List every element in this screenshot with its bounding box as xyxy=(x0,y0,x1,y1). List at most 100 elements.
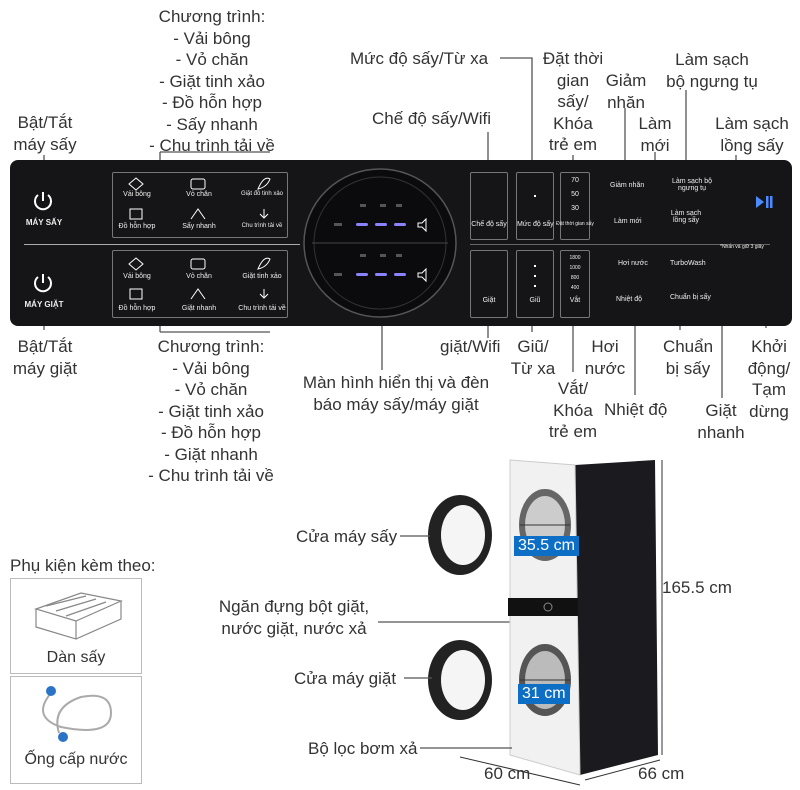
spin-1800: 1800 xyxy=(569,255,581,261)
dryer-programs-label: Chương trình: - Vải bông - Vỏ chăn - Giặ… xyxy=(149,7,275,155)
panel-divider-right xyxy=(470,244,770,245)
dry-level-text: Mức độ sấy xyxy=(517,221,554,228)
dryer-program-duvet[interactable]: Vỏ chăn xyxy=(186,191,212,198)
mixed-icon xyxy=(127,287,145,306)
dryer-program-download[interactable]: Chu trình tải về xyxy=(241,223,283,229)
prep-dry-label: Chuẩn bị sấy xyxy=(662,337,714,378)
refresh-label: Làm mới xyxy=(638,114,672,155)
drain-filter-label: Bộ lọc bơm xả xyxy=(308,739,418,758)
prep-dry-button[interactable]: Chuẩn bị sấy xyxy=(670,294,711,301)
washer-program-delicate[interactable]: Giặt tinh xảo xyxy=(242,273,282,280)
dry-time-button[interactable]: 70 50 30 Đặt thời gian sấy xyxy=(556,172,594,240)
washer-label: MÁY GIẶT xyxy=(24,300,64,309)
clean-condenser-button[interactable]: Làm sạch bộ ngưng tụ xyxy=(671,178,713,192)
washer-door-dimension: 31 cm xyxy=(518,684,570,704)
wash-wifi-label: giặt/Wifi xyxy=(440,337,501,356)
dry-time-text: Đặt thời gian sấy xyxy=(556,221,594,227)
duvet-icon xyxy=(189,177,207,196)
dryer-program-delicate[interactable]: Giặt đồ tinh xảo xyxy=(240,191,284,197)
dry-mode-text: Chế độ sấy xyxy=(471,221,507,228)
dryer-door-label: Cửa máy sấy xyxy=(296,527,398,546)
start-pause-label: Khởi động/ Tạm dừng xyxy=(747,337,791,421)
dryer-power-button[interactable] xyxy=(32,190,54,217)
washer-program-duvet[interactable]: Vỏ chăn xyxy=(186,273,212,280)
washer-program-selector[interactable]: Vải bông Vỏ chăn Giặt tinh xảo Đồ hỗn hợ… xyxy=(112,250,288,318)
power-icon xyxy=(34,274,52,293)
hold-note: *Nhấn và giữ 3 giây xyxy=(720,244,764,250)
display-label: Màn hình hiển thị và đèn báo máy sấy/máy… xyxy=(302,373,490,414)
refresh-button[interactable]: Làm mới xyxy=(614,218,642,225)
dry-mode-button[interactable]: Chế độ sấy xyxy=(470,172,508,240)
play-pause-icon xyxy=(756,196,773,208)
power-icon xyxy=(34,192,52,211)
turbowash-button[interactable]: TurboWash xyxy=(670,260,706,267)
washer-door-label: Cửa máy giặt xyxy=(294,669,397,688)
steam-button[interactable]: Hơi nước xyxy=(618,260,648,267)
start-pause-button[interactable] xyxy=(754,194,774,215)
water-hose-image xyxy=(42,686,113,742)
mixed-icon xyxy=(127,207,145,226)
dryer-power-label: Bật/Tắt máy sấy xyxy=(13,113,77,154)
quick-wash-icon xyxy=(189,287,207,306)
washer-program-quick[interactable]: Giặt nhanh xyxy=(181,305,217,312)
dryer-label: MÁY SẤY xyxy=(25,218,63,227)
panel-divider xyxy=(24,244,300,245)
keep-button[interactable]: Giũ xyxy=(516,250,554,318)
washer-power-button[interactable] xyxy=(32,272,54,299)
accessory-dryer-rack: Dàn sấy xyxy=(10,578,142,674)
washer-programs-label: Chương trình: - Vải bông - Vỏ chăn - Giặ… xyxy=(148,337,274,485)
reduce-wrinkle-label: Giảm nhăn xyxy=(605,71,647,112)
duvet-icon xyxy=(189,257,207,276)
washer-program-cotton[interactable]: Vải bông xyxy=(123,273,151,280)
spin-lock-label: Vắt/ Khóa trẻ em xyxy=(548,379,598,441)
spin-800: 800 xyxy=(570,275,580,281)
dryer-program-mixed[interactable]: Đồ hỗn hợp xyxy=(118,223,156,230)
clean-drum-label: Làm sạch lồng sấy xyxy=(715,114,789,155)
cotton-icon xyxy=(127,257,145,276)
dry-time-label: Đặt thời gian sấy/ Khóa trẻ em xyxy=(542,49,604,154)
wash-text: Giặt xyxy=(482,297,496,304)
washer-program-mixed[interactable]: Đồ hỗn hợp xyxy=(118,305,156,312)
dryer-program-quick[interactable]: Sấy nhanh xyxy=(182,223,216,230)
dryer-program-cotton[interactable]: Vải bông xyxy=(123,191,151,198)
spin-button[interactable]: 1800 1000 800 400 Vắt xyxy=(560,250,590,318)
delicate-icon xyxy=(255,177,273,196)
temperature-button[interactable]: Nhiệt độ xyxy=(616,296,643,303)
dry-level-label: Mức độ sấy/Từ xa xyxy=(350,49,489,68)
download-cycle-icon xyxy=(255,207,273,226)
control-panel: MÁY SẤY MÁY GIẶT Vải bông Vỏ chăn Giặt đ… xyxy=(10,160,792,326)
washer-tower-image xyxy=(428,459,663,786)
dry-time-70: 70 xyxy=(571,177,579,184)
clean-condenser-label: Làm sạch bộ ngưng tụ xyxy=(666,50,758,91)
dry-mode-label: Chế độ sấy/Wifi xyxy=(372,109,492,128)
dry-time-30: 30 xyxy=(571,205,579,212)
spin-400: 400 xyxy=(570,285,580,291)
reduce-wrinkle-button[interactable]: Giảm nhăn xyxy=(610,182,645,189)
keep-remote-label: Giũ/ Từ xa xyxy=(510,337,556,378)
keep-text: Giũ xyxy=(529,297,541,304)
dryer-rack-image xyxy=(34,592,123,640)
dry-level-button[interactable]: Mức độ sấy xyxy=(516,172,554,240)
dryer-door-dimension: 35.5 cm xyxy=(514,536,579,556)
download-cycle-icon xyxy=(255,287,273,306)
washer-power-label: Bật/Tắt máy giặt xyxy=(12,337,78,378)
height-dimension: 165.5 cm xyxy=(662,578,732,597)
depth-dimension: 66 cm xyxy=(638,764,685,783)
detergent-drawer-label: Ngăn đựng bột giặt, nước giặt, nước xả xyxy=(218,597,370,638)
washer-program-download[interactable]: Chu trình tải về xyxy=(238,305,286,312)
clean-drum-button[interactable]: Làm sạch lồng sấy xyxy=(670,210,702,224)
cotton-icon xyxy=(127,177,145,196)
spin-text: Vắt xyxy=(569,297,581,304)
status-display xyxy=(303,168,457,318)
steam-label: Hơi nước xyxy=(584,337,626,378)
accessory-label-rack: Dàn sấy xyxy=(46,649,106,666)
dryer-program-selector[interactable]: Vải bông Vỏ chăn Giặt đồ tinh xảo Đồ hỗn… xyxy=(112,172,288,238)
delicate-icon xyxy=(255,257,273,276)
wash-button[interactable]: Giặt xyxy=(470,250,508,318)
accessory-label-hose: Ống cấp nước xyxy=(24,751,128,768)
width-dimension: 60 cm xyxy=(484,764,531,783)
accessory-water-hose: Ống cấp nước xyxy=(10,676,142,784)
accessories-title: Phụ kiện kèm theo: xyxy=(10,556,156,575)
quick-dry-icon xyxy=(189,207,207,226)
spin-1000: 1000 xyxy=(569,265,581,271)
